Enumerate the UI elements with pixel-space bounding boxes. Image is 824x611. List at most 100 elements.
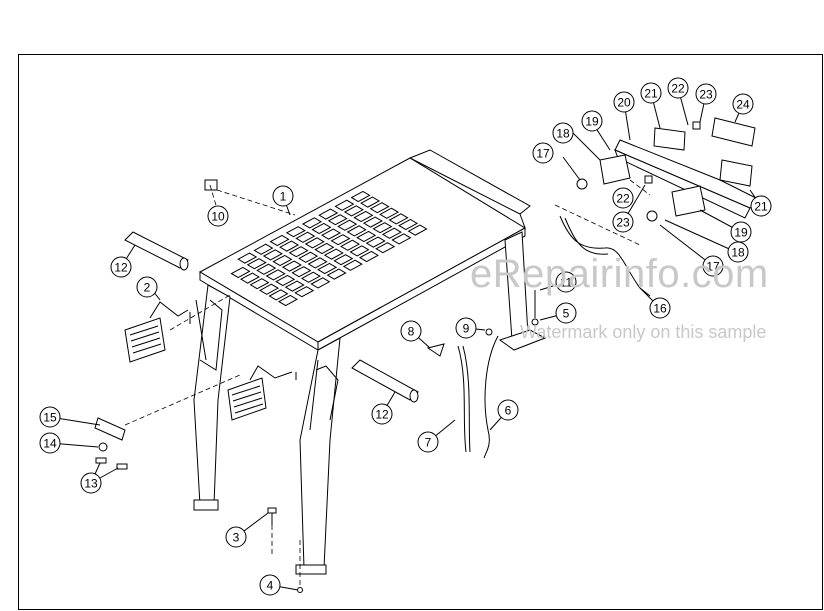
- callout-circle: [555, 271, 577, 293]
- drawing-frame: [18, 54, 823, 610]
- callout-circle: [612, 211, 634, 233]
- callout-number: 11: [560, 276, 573, 290]
- callout-balloon: 4: [259, 574, 281, 596]
- callout-number: 21: [644, 87, 658, 101]
- table-hole: [353, 210, 374, 223]
- table-hole: [334, 199, 355, 211]
- table-hole: [277, 294, 299, 307]
- callout-balloon: 17: [532, 142, 554, 164]
- table-hole: [343, 205, 364, 217]
- table-hole: [342, 259, 363, 271]
- callout-circle: [39, 406, 61, 428]
- callout-number: 7: [425, 436, 432, 450]
- callout-circle: [750, 195, 772, 217]
- callout-balloon: 13: [80, 472, 102, 494]
- table-hole: [311, 222, 332, 235]
- table-hole: [256, 263, 277, 275]
- table-hole: [356, 230, 377, 243]
- table-hole: [372, 222, 393, 234]
- callout-balloon: 15: [39, 406, 61, 428]
- callout-circle: [649, 297, 671, 319]
- table-hole: [298, 251, 319, 263]
- callout-number: 12: [114, 261, 128, 275]
- callout-circle: [695, 83, 717, 105]
- callout-circle: [80, 472, 102, 494]
- table-hole: [330, 234, 351, 246]
- wiring: [426, 215, 651, 459]
- table-hole: [318, 208, 339, 220]
- callout-circle: [552, 122, 574, 144]
- callout-circle: [371, 403, 393, 425]
- work-light-left: [124, 301, 191, 363]
- callout-number: 17: [706, 260, 720, 274]
- callout-circle: [110, 256, 132, 278]
- callout-number: 13: [84, 477, 98, 491]
- callout-balloon: 14: [39, 432, 61, 454]
- table-top: [198, 149, 531, 351]
- table-hole: [294, 286, 315, 298]
- table-hole: [307, 257, 328, 269]
- callout-number: 18: [731, 246, 745, 260]
- table-hole: [362, 216, 383, 228]
- callout-number: 6: [505, 404, 512, 418]
- table-hole: [398, 218, 419, 231]
- callout-balloon: 19: [581, 110, 603, 132]
- callout-circle: [272, 185, 294, 207]
- table-top-hole-grid: [230, 190, 428, 307]
- table-hole: [265, 269, 286, 281]
- table-hole: [326, 268, 347, 280]
- table-hole: [327, 214, 348, 226]
- callout-number: 24: [736, 98, 750, 112]
- table-hole: [379, 207, 400, 219]
- table-hole: [237, 252, 258, 264]
- table-hole: [375, 242, 396, 254]
- table-hole: [275, 274, 296, 287]
- callout-balloon: 23: [612, 211, 634, 233]
- callout-number: 1: [280, 190, 287, 204]
- callout-circle: [730, 221, 752, 243]
- callout-balloon: 3: [225, 526, 247, 548]
- table-hole: [291, 266, 312, 278]
- table-legs: [193, 231, 547, 575]
- callout-number: 23: [699, 88, 713, 102]
- table-hole: [288, 246, 309, 258]
- callout-number: 15: [43, 411, 57, 425]
- callout-number: 22: [616, 192, 630, 206]
- callout-balloon: 22: [612, 187, 634, 209]
- callout-balloon: 21: [640, 82, 662, 104]
- table-hole: [253, 243, 274, 255]
- table-hole: [239, 272, 261, 284]
- table-hole: [258, 283, 280, 295]
- table-hole: [295, 231, 316, 243]
- callout-balloon: 12: [371, 403, 393, 425]
- callout-balloon: 5: [555, 302, 577, 324]
- callout-number: 9: [463, 322, 470, 336]
- callout-number: 12: [375, 408, 389, 422]
- table-hole: [323, 248, 344, 260]
- callout-number: 16: [653, 302, 667, 316]
- callout-balloon: 2: [136, 276, 158, 298]
- table-hole: [262, 249, 283, 261]
- callout-circle: [225, 526, 247, 548]
- table-hole: [272, 254, 293, 267]
- callout-number: 5: [563, 307, 570, 321]
- table-hole: [281, 260, 302, 272]
- table-hole: [360, 196, 381, 208]
- table-hole: [317, 262, 338, 275]
- callout-number: 19: [734, 226, 748, 240]
- table-hole: [284, 280, 305, 292]
- callout-circle: [497, 399, 519, 421]
- callout-balloon: 10: [207, 205, 229, 227]
- callout-balloon: 11: [555, 271, 577, 293]
- work-light-right: [227, 365, 297, 421]
- callout-circle: [400, 320, 422, 342]
- callout-balloon: 22: [667, 77, 689, 99]
- callout-number: 10: [211, 210, 225, 224]
- callout-number: 2: [144, 281, 151, 295]
- callout-balloon: 17: [702, 255, 724, 277]
- callout-circle: [702, 255, 724, 277]
- callout-number: 22: [671, 82, 685, 96]
- callout-balloon: 6: [497, 399, 519, 421]
- callout-circle: [39, 432, 61, 454]
